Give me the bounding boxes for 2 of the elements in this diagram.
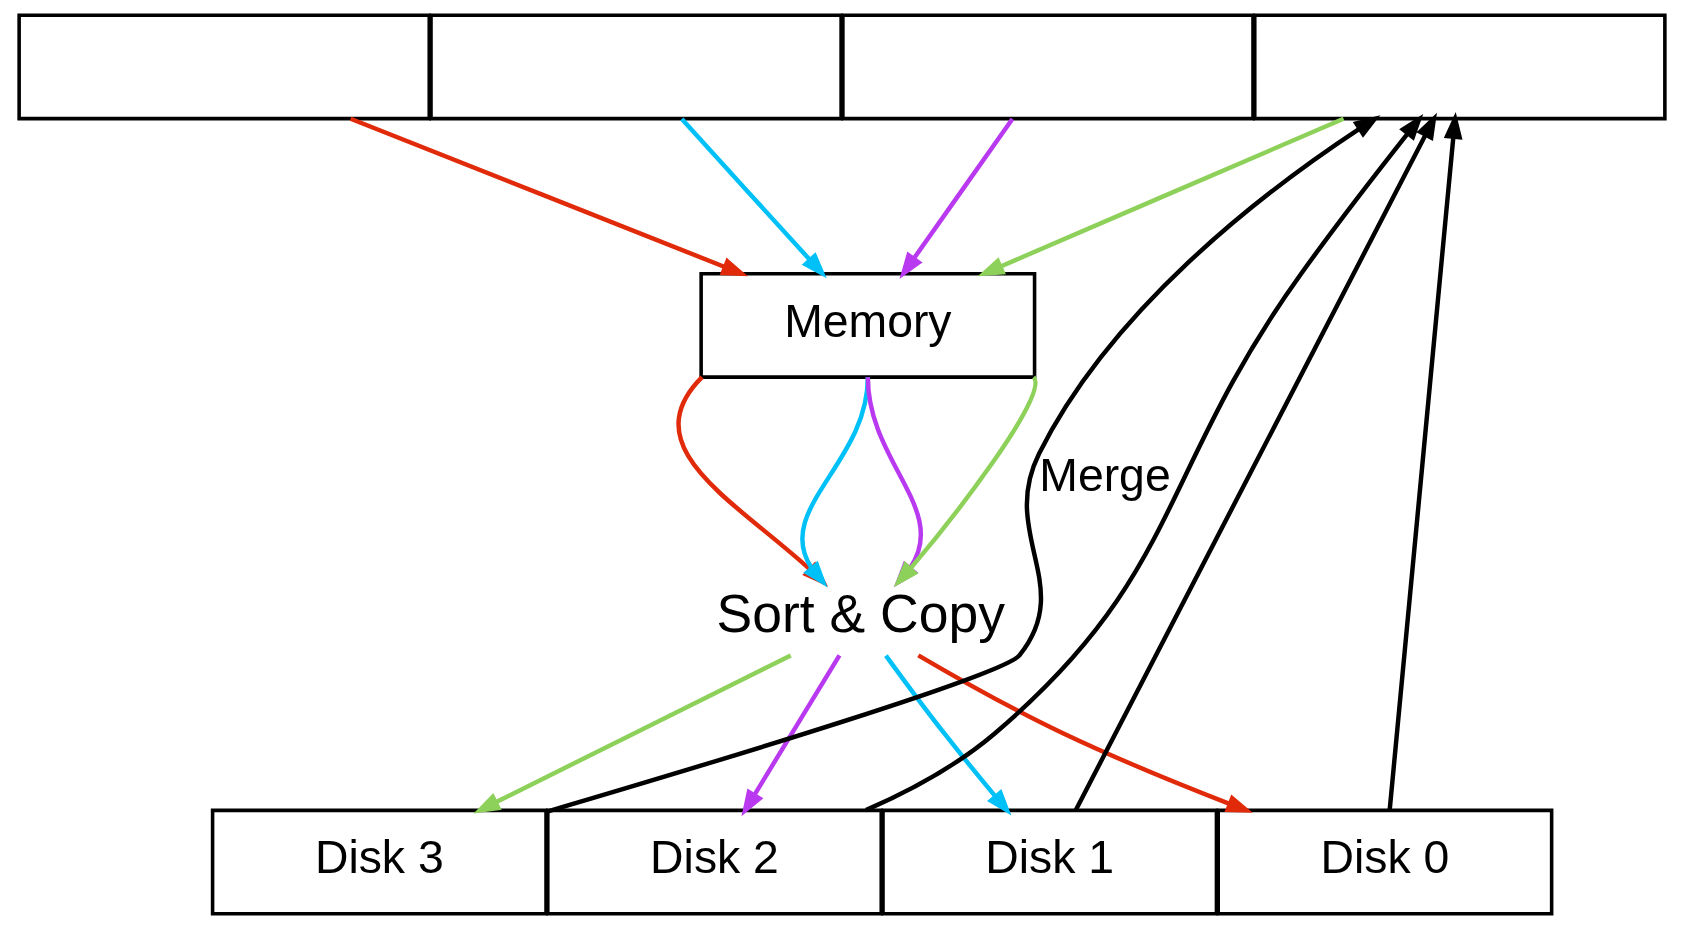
edge-label: Merge bbox=[1039, 448, 1171, 501]
node-text: Sort & Copy bbox=[716, 584, 1005, 644]
